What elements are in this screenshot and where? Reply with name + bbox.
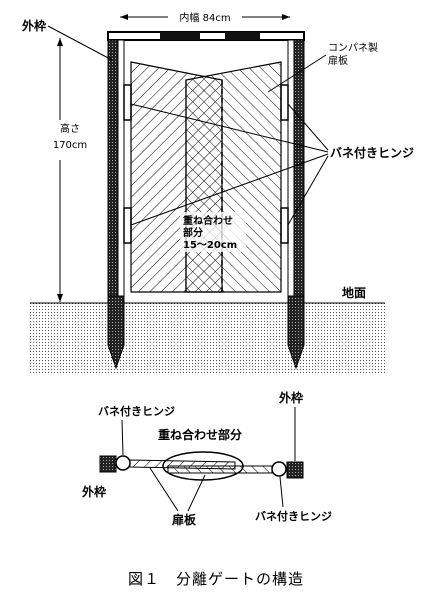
front-view: 内幅 84cm 高さ 170cm 外枠 コンパネ製 扉板 バネ付きヒンジ 重ね合… <box>22 9 414 375</box>
panel-material-line2: 扉板 <box>328 54 348 67</box>
plan-hinge-label-right: バネ付きヒンジ <box>255 509 332 523</box>
panel-material-line1: コンパネ製 <box>328 41 378 54</box>
plan-left-frame <box>99 455 117 473</box>
panel-material-leader <box>267 54 327 93</box>
right-frame-post <box>287 39 305 370</box>
outer-frame-leader <box>47 25 113 61</box>
overlap-label-line3: 15～20cm <box>183 240 237 251</box>
ground-label: 地面 <box>342 285 366 300</box>
inner-width-label: 内幅 84cm <box>179 11 230 24</box>
hinge-label: バネ付きヒンジ <box>330 145 414 160</box>
left-frame-post <box>107 39 125 370</box>
inner-width-dimension: 内幅 84cm <box>120 9 290 24</box>
plan-door-panel-label: 扉板 <box>172 512 197 527</box>
height-label-line2: 170cm <box>53 140 87 151</box>
hinge-right-upper <box>280 84 289 121</box>
outer-frame-label: 外枠 <box>22 18 46 33</box>
height-dimension: 高さ 170cm <box>48 38 87 302</box>
plan-hinge-left <box>115 455 131 471</box>
plan-view: バネ付きヒンジ 外枠 重ね合わせ部分 外枠 扉板 バネ付きヒンジ <box>82 390 332 527</box>
top-frame-bar <box>107 31 305 41</box>
door-panel-right <box>185 61 282 293</box>
plan-outer-frame-label-left: 外枠 <box>82 484 106 499</box>
plan-right-frame <box>286 461 304 479</box>
hinge-leaders <box>130 103 329 226</box>
figure-caption: 図１ 分離ゲートの構造 <box>127 570 304 588</box>
hinge-right-lower <box>280 207 289 244</box>
plan-outer-frame-label-right: 外枠 <box>279 390 303 405</box>
height-label-line1: 高さ <box>60 122 80 135</box>
plan-hinge-label-left: バネ付きヒンジ <box>98 404 175 418</box>
plan-hinge-right <box>271 461 287 477</box>
hinge-left-lower <box>123 207 132 244</box>
plan-overlap-label: 重ね合わせ部分 <box>158 427 242 442</box>
overlap-label-line2: 部分 <box>183 226 203 239</box>
plan-door-right <box>167 465 273 474</box>
hinge-left-upper <box>123 84 132 121</box>
overlap-label-line1: 重ね合わせ <box>183 214 233 227</box>
ground-area <box>30 303 385 375</box>
